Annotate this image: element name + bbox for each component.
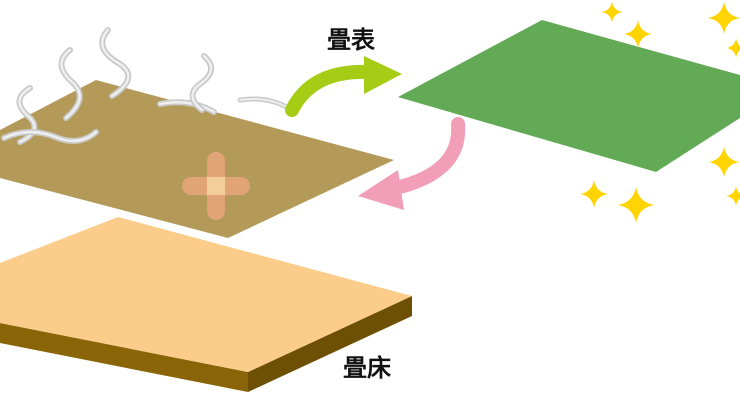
bandage-icon	[182, 152, 250, 220]
tatami-core-front-side	[0, 323, 248, 392]
tatami-core-board	[0, 217, 412, 392]
old-surface-sheet	[0, 80, 394, 238]
tatami-core-right-side	[248, 296, 412, 392]
new-surface-sheet	[398, 20, 740, 172]
arrow-to-tatami-core	[358, 117, 466, 210]
new-tatami-surface	[398, 20, 740, 172]
arrow-to-new-surface	[285, 56, 402, 117]
tatami-core-top	[0, 217, 412, 372]
odor-wisps-icon	[1, 27, 291, 145]
tatami-omote-label: 畳表	[327, 26, 375, 54]
tatami-doko-label: 畳床	[343, 354, 391, 382]
old-tatami-surface	[0, 27, 394, 238]
